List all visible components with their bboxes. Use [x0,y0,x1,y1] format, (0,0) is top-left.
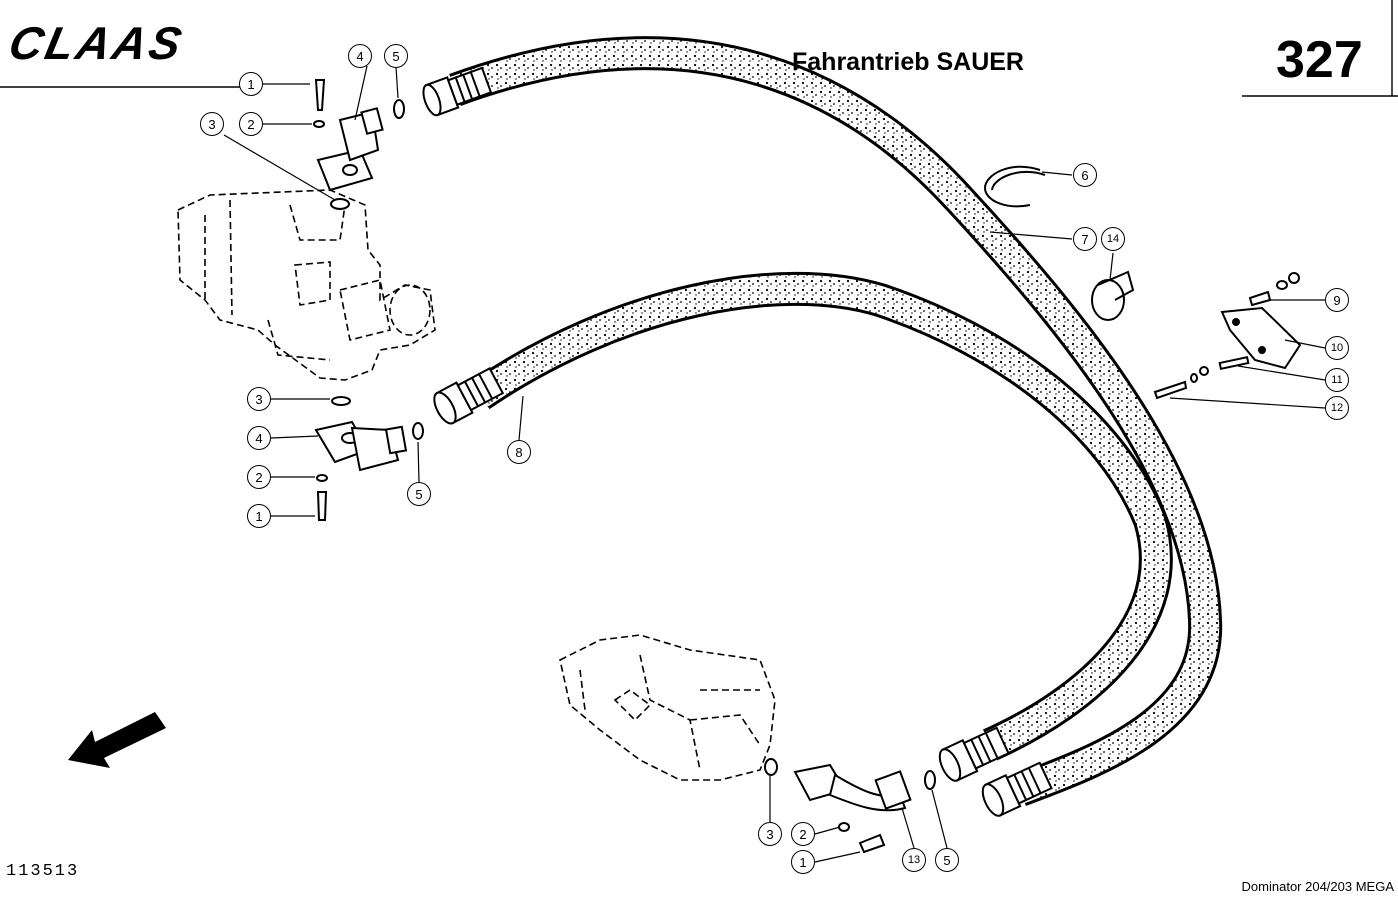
upper-elbow-flange [313,79,405,210]
header-rules [0,0,1398,97]
page-number: 327 [1276,31,1363,89]
page-title: Fahrantrieb SAUER [792,48,1024,76]
callout-c3c: 3 [758,822,782,846]
hose-fittings [422,66,1053,817]
callout-c2a: 2 [239,112,263,136]
callout-c3a: 3 [200,112,224,136]
callout-c4b: 4 [247,426,271,450]
callout-c13: 13 [902,848,926,872]
callout-c7: 7 [1073,227,1097,251]
left-elbow-flange [314,396,424,521]
callout-c6: 6 [1073,163,1097,187]
hose-8 [470,271,1173,761]
upper-gearbox [177,189,436,381]
hose-7 [449,36,1223,806]
lower-gearbox [559,634,776,781]
callout-c12: 12 [1325,396,1349,420]
callout-c4a: 4 [348,44,372,68]
callout-c5a: 5 [384,44,408,68]
callout-c2c: 2 [791,822,815,846]
mounting-bracket [1153,272,1302,400]
claas-logo: CLAAS [4,17,189,69]
drawing-number: 113513 [6,862,80,881]
callout-c1c: 1 [791,850,815,874]
callout-c10: 10 [1325,336,1349,360]
callout-c11: 11 [1325,368,1349,392]
model-label: Dominator 204/203 MEGA [1241,879,1394,894]
callout-c9: 9 [1325,288,1349,312]
lower-elbow-pipe [764,758,936,854]
callout-c1b: 1 [247,504,271,528]
callout-c3b: 3 [247,387,271,411]
callout-c5c: 5 [935,848,959,872]
callout-c5b: 5 [407,482,431,506]
callout-c8: 8 [507,440,531,464]
callout-c14: 14 [1101,227,1125,251]
callout-c2b: 2 [247,465,271,489]
leader-lines [223,65,1326,863]
direction-arrow [68,712,166,768]
callout-c1a: 1 [239,72,263,96]
hose-clamps [983,165,1135,321]
